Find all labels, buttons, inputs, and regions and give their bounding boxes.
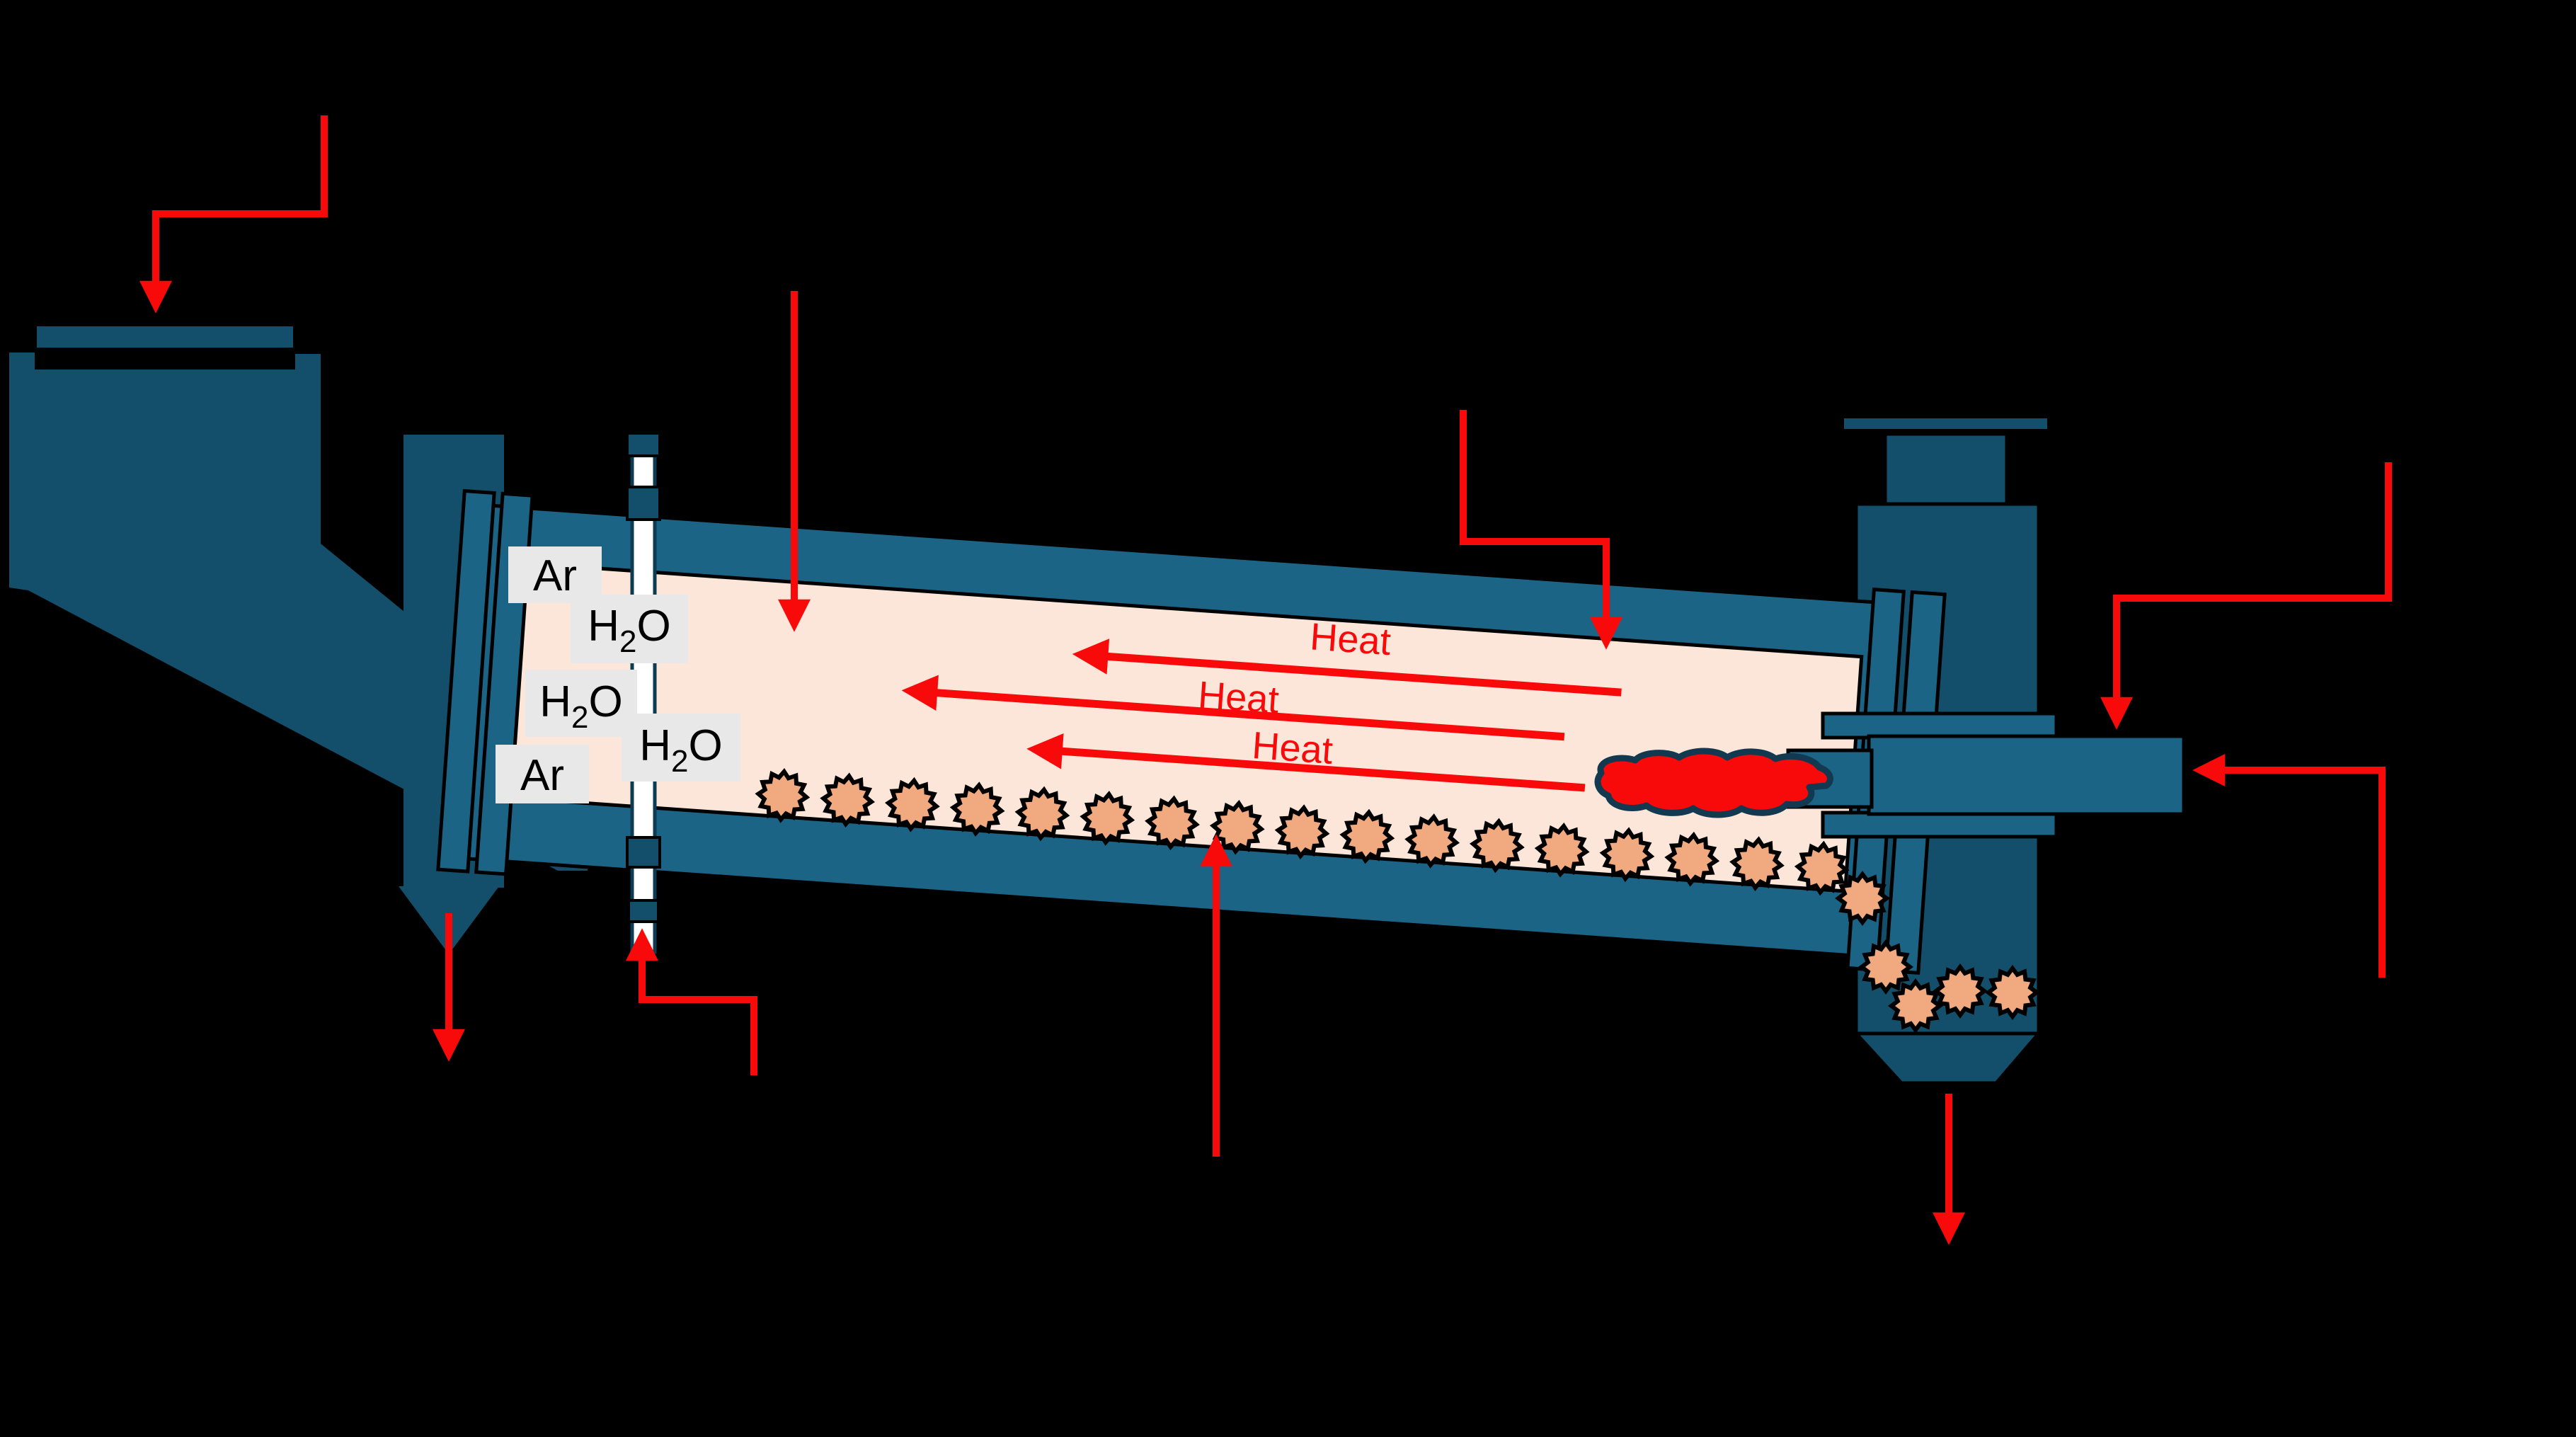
burner-tube — [1867, 734, 2186, 816]
heat-arrow-middle — [901, 675, 1565, 741]
inlet-seal-ring — [436, 488, 496, 874]
axis-dash — [627, 899, 660, 923]
callout-arrows — [139, 115, 2392, 1245]
heat-label: Heat — [1251, 724, 1334, 772]
axis-dash — [626, 432, 661, 457]
gas-port-labels: Ar H2O H2O H2O Ar — [496, 546, 740, 803]
axis-dash — [626, 486, 661, 521]
h2o-h: H — [588, 602, 619, 651]
callout-arrow-burner-inlet — [2192, 754, 2386, 978]
heat-arrow-bottom — [1026, 733, 1586, 792]
callout-arrow-burner-mount — [2100, 462, 2392, 730]
label-box-ar-bottom — [496, 745, 589, 803]
h2o-o: O — [637, 602, 671, 651]
gas-port-texts: Ar H2O H2O H2O Ar — [520, 551, 723, 800]
h2o-label: H2O — [539, 677, 623, 735]
heat-arrows — [901, 639, 1622, 792]
callout-arrow-rotation-axis — [626, 928, 757, 1075]
exhaust-stack-flange — [1844, 418, 2047, 429]
burner-flange-lower — [1821, 811, 2059, 839]
h2o-o: O — [689, 721, 723, 770]
label-box-h2o-3 — [622, 714, 740, 782]
hopper-lid — [37, 326, 293, 348]
heat-labels: Heat Heat Heat — [1197, 615, 1392, 772]
heat-label: Heat — [1309, 615, 1392, 663]
callout-arrow-feed-hopper — [139, 115, 328, 314]
h2o-sub: 2 — [571, 700, 588, 735]
burner-flame — [1594, 748, 1833, 818]
heat-arrow-top — [1072, 639, 1622, 697]
h2o-sub: 2 — [671, 744, 688, 779]
gas-port-boxes — [496, 546, 740, 803]
label-box-ar-top — [508, 546, 602, 603]
ar-label: Ar — [520, 751, 564, 800]
heat-label: Heat — [1197, 674, 1281, 722]
callout-arrow-kiln-gas-space — [1460, 410, 1622, 650]
h2o-h: H — [539, 677, 571, 726]
label-box-h2o-2 — [525, 670, 637, 737]
burner-flange-upper — [1821, 711, 2059, 740]
axis-dash — [626, 836, 661, 869]
h2o-h: H — [639, 721, 671, 770]
h2o-sub: 2 — [619, 624, 636, 659]
ar-label: Ar — [533, 551, 577, 600]
discharge-funnel — [1852, 1031, 2043, 1085]
label-box-h2o-1 — [571, 595, 688, 663]
h2o-label: H2O — [588, 602, 671, 659]
h2o-label: H2O — [639, 721, 723, 779]
h2o-o: O — [589, 677, 623, 726]
